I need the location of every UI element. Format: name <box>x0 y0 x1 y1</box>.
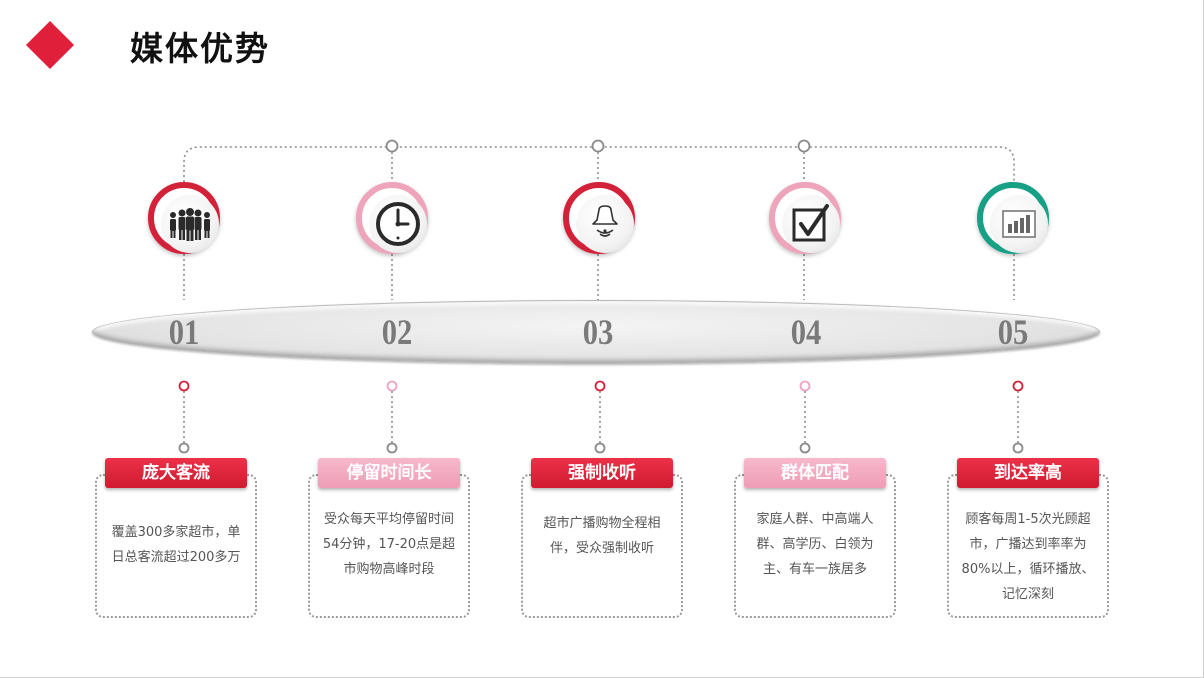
timeline-bar <box>92 300 1100 364</box>
page-title: 媒体优势 <box>130 29 270 68</box>
card-01 <box>95 474 257 618</box>
card-text-05: 顾客每周1-5次光顾超市，广播达到率率为80%以上，循环播放、记忆深刻 <box>961 512 1095 602</box>
top-connector-bracket <box>183 146 1015 182</box>
step-number-01: 01 <box>168 312 200 352</box>
icon-circle-03 <box>563 182 635 254</box>
card-text-04: 家庭人群、中高端人群、高学历、白领为主、有车一族居多 <box>756 512 874 577</box>
card-02 <box>308 474 470 618</box>
card-05 <box>947 474 1109 618</box>
card-text-03: 超市广播购物全程相伴，受众强制收听 <box>543 516 661 556</box>
step-number-03: 03 <box>582 312 614 352</box>
card-title-05: 到达率高 <box>957 458 1099 488</box>
top-node-circle <box>591 139 605 153</box>
clock-icon <box>376 202 420 246</box>
icon-circle-02 <box>356 182 428 254</box>
crowd-icon <box>170 208 210 241</box>
card-title-03: 强制收听 <box>531 458 673 488</box>
lower-connector-01 <box>178 380 190 454</box>
card-title-04: 群体匹配 <box>744 458 886 488</box>
speaker-icon <box>592 205 618 237</box>
checkbox-icon <box>792 204 829 242</box>
lower-connector-02 <box>386 380 398 454</box>
step-number-02: 02 <box>381 312 413 352</box>
card-text-02: 受众每天平均停留时间54分钟，17-20点是超市购物高峰时段 <box>322 512 456 577</box>
step-number-05: 05 <box>997 312 1029 352</box>
card-title-02: 停留时间长 <box>318 458 460 488</box>
lower-connector-05 <box>1012 380 1024 454</box>
icon-circle-04 <box>769 182 841 254</box>
top-node-circle <box>797 139 811 153</box>
card-03 <box>521 474 683 618</box>
icon-circle-05 <box>977 182 1049 254</box>
card-title-01: 庞大客流 <box>105 458 247 488</box>
step-number-04: 04 <box>790 312 822 352</box>
card-text-01: 覆盖300多家超市，单日总客流超过200多万 <box>111 525 241 565</box>
card-04 <box>734 474 896 618</box>
bar-chart-icon <box>1002 210 1036 238</box>
lower-connector-04 <box>799 380 811 454</box>
icon-circle-01 <box>148 182 220 254</box>
top-node-circle <box>385 139 399 153</box>
lower-connector-03 <box>594 380 606 454</box>
